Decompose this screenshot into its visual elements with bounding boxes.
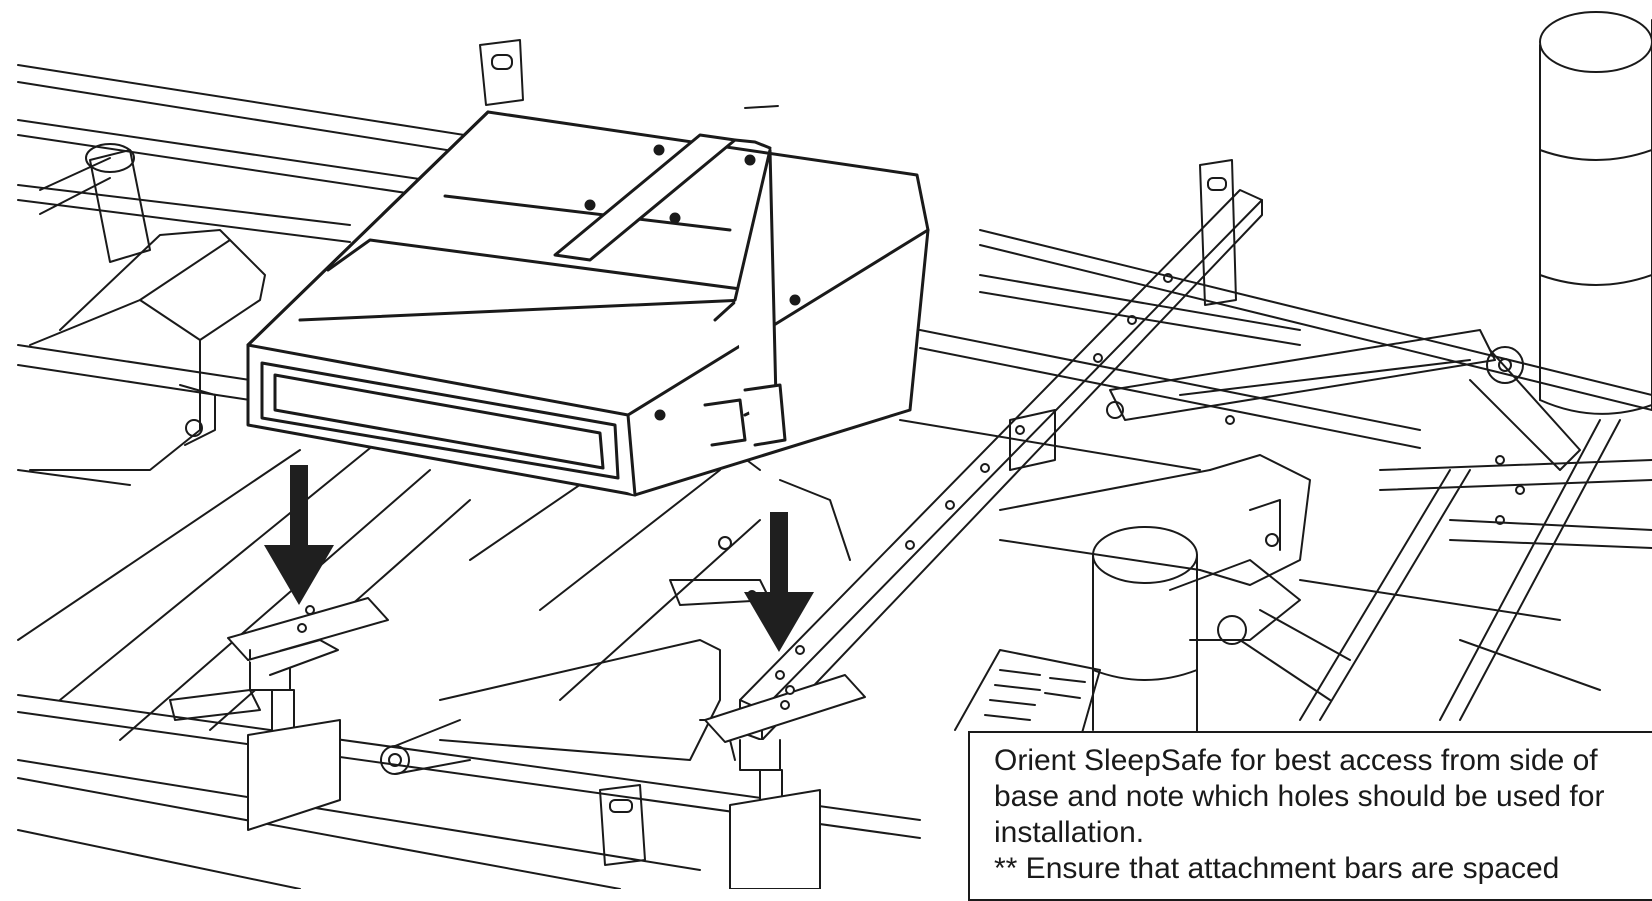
leg-post [1539, 11, 1652, 415]
actuator-motor [29, 229, 266, 471]
callout-note: ** Ensure that attachment bars are space… [994, 852, 1560, 885]
pivot-linkage-right [1106, 329, 1652, 721]
actuator-motor-center [999, 454, 1351, 701]
callout-text: Orient SleepSafe for best access from si… [994, 744, 1605, 849]
vent-panel [954, 649, 1101, 741]
sleepsafe-unit [246, 110, 930, 497]
mounting-tab [479, 39, 779, 109]
mounting-bracket [227, 597, 389, 831]
instruction-callout: Orient SleepSafe for best access from si… [968, 731, 1652, 901]
pivot-linkage [39, 143, 151, 263]
down-arrow [744, 512, 814, 652]
down-arrow [264, 465, 334, 605]
mounting-bracket [704, 674, 866, 889]
leg-post-front [1092, 526, 1198, 741]
